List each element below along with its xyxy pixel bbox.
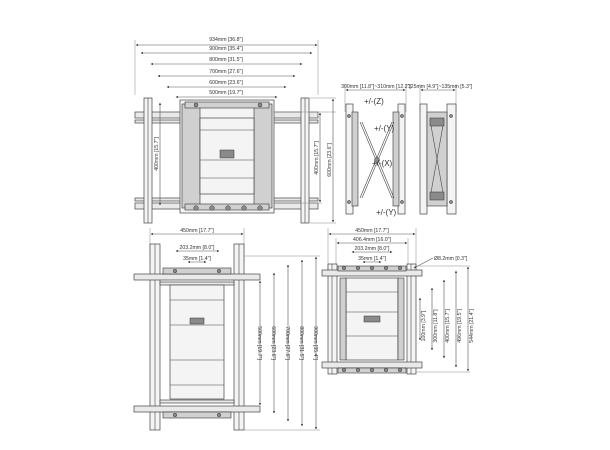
- bl-uprights: [149, 243, 245, 431]
- top-height-dimensions: 400mm [15.7"] 400mm [15.7"] 600mm [23.6"…: [154, 97, 336, 224]
- side-depth-a: 300mm [11.8"]~310mm [12.2"]: [341, 84, 411, 90]
- axis-y-bottom: +/-(Y): [376, 208, 397, 217]
- axis-z: +/-(Z): [364, 97, 384, 106]
- top-right-height-b: 600mm [23.6"]: [327, 143, 333, 177]
- bl-height-800: 800mm [31.5"]: [298, 326, 304, 360]
- bl-width-dimensions: 450mm [17.7"] 203.2mm [8.0"] 35mm [1.4"]: [149, 228, 245, 264]
- bl-inner: 203.2mm [8.0"]: [179, 245, 215, 251]
- bl-height-900: 900mm [35.4"]: [312, 326, 318, 360]
- top-width-700: 700mm [27.6"]: [209, 69, 243, 75]
- top-width-500: 500mm [19.7"]: [209, 90, 243, 96]
- bl-height-500: 500mm [19.7"]: [256, 326, 262, 360]
- br-width-b: 406.4mm [16.0"]: [353, 237, 391, 243]
- br-height-496: 496mm [19.5"]: [457, 309, 463, 343]
- bl-crossbars: [133, 273, 261, 413]
- br-gap: 35mm [1.4"]: [358, 256, 386, 262]
- br-width-dimensions: 450mm [17.7"] 406.4mm [16.0"] 203.2mm [8…: [327, 228, 417, 272]
- top-width-dimensions: 934mm [36.8"] 900mm [35.4"] 800mm [31.5"…: [134, 37, 319, 99]
- top-width-600: 600mm [23.6"]: [209, 80, 243, 86]
- side-arm-extended: +/-(Z) +/-(Y) +/-(X) +/-(Y): [345, 97, 406, 217]
- br-height-300: 300mm [11.8"]: [433, 309, 439, 343]
- axis-y-top: +/-(Y): [374, 124, 395, 133]
- axis-x: +/-(X): [372, 159, 393, 168]
- top-width-800: 800mm [31.5"]: [209, 57, 243, 63]
- top-side-brackets: [143, 97, 310, 224]
- br-height-544: 544mm [21.4"]: [469, 309, 475, 343]
- br-inner: 203.2mm [8.0"]: [354, 246, 390, 252]
- bottom-right-view: 450mm [17.7"] 406.4mm [16.0"] 203.2mm [8…: [321, 228, 475, 375]
- br-height-100: 100mm [3.9"]: [421, 310, 427, 341]
- bl-width: 450mm [17.7"]: [180, 228, 214, 234]
- top-right-height-a: 400mm [15.7"]: [314, 141, 320, 175]
- side-depth-b: 125mm [4.9"]~135mm [5.3"]: [408, 84, 473, 90]
- top-width-900: 900mm [35.4"]: [209, 46, 243, 52]
- top-width-934: 934mm [36.8"]: [209, 37, 243, 43]
- bl-height-dimensions: 500mm [19.7"] 600mm [23.6"] 700mm [27.6"…: [244, 255, 320, 431]
- br-height-400: 400mm [15.7"]: [445, 309, 451, 343]
- top-center-frame: [179, 99, 275, 214]
- br-center-plate: [339, 277, 405, 361]
- br-width: 450mm [17.7"]: [355, 228, 389, 234]
- br-uprights: [327, 263, 417, 375]
- bl-height-600: 600mm [23.6"]: [270, 326, 276, 360]
- bl-gap: 35mm [1.4"]: [183, 256, 211, 262]
- side-arm-collapsed: [419, 103, 457, 215]
- bl-height-700: 700mm [27.6"]: [284, 326, 290, 360]
- side-view: 300mm [11.8"]~310mm [12.2"] 125mm [4.9"]…: [341, 84, 473, 217]
- bl-center-plate: [162, 267, 232, 419]
- br-crossbars: [321, 265, 423, 374]
- br-height-dimensions: Ø8.2mm [0.3"] 100mm [3.9"] 300mm [11.8"]…: [413, 256, 475, 373]
- top-left-height: 400mm [15.7"]: [154, 137, 160, 171]
- top-view: 934mm [36.8"] 900mm [35.4"] 800mm [31.5"…: [134, 37, 336, 224]
- br-hole: Ø8.2mm [0.3"]: [434, 256, 468, 262]
- bottom-left-view: 450mm [17.7"] 203.2mm [8.0"] 35mm [1.4"]: [133, 228, 320, 431]
